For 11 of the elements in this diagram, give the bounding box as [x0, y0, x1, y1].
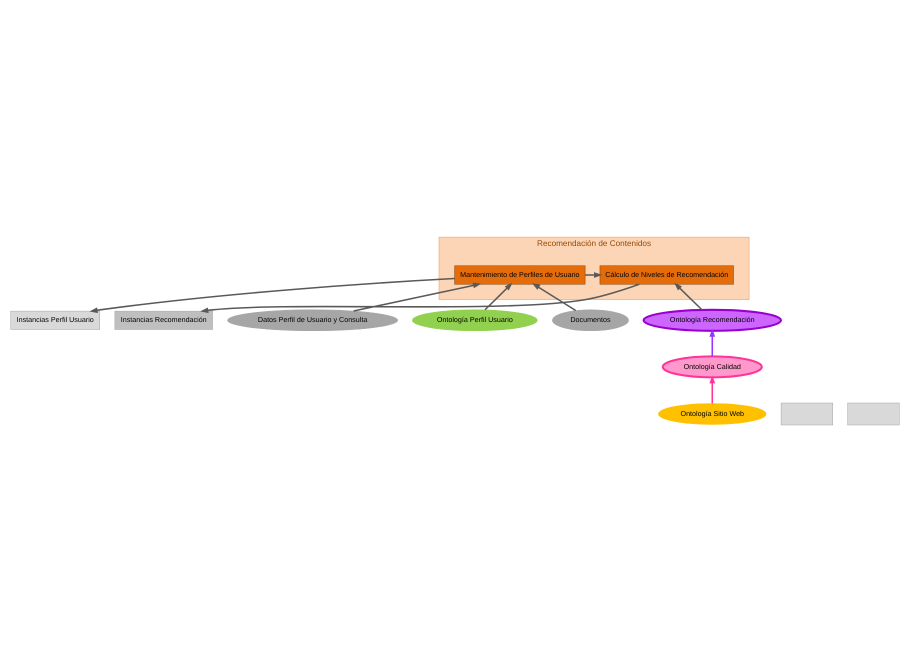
arrow — [674, 282, 702, 310]
arrow — [709, 328, 716, 356]
arrow — [200, 284, 640, 314]
arrow — [353, 282, 482, 312]
node-box — [780, 402, 834, 426]
arrow — [89, 278, 455, 314]
node-box — [847, 402, 900, 426]
arrow — [585, 272, 602, 278]
arrow — [484, 282, 513, 310]
arrow — [709, 375, 716, 404]
arrow — [532, 283, 576, 312]
